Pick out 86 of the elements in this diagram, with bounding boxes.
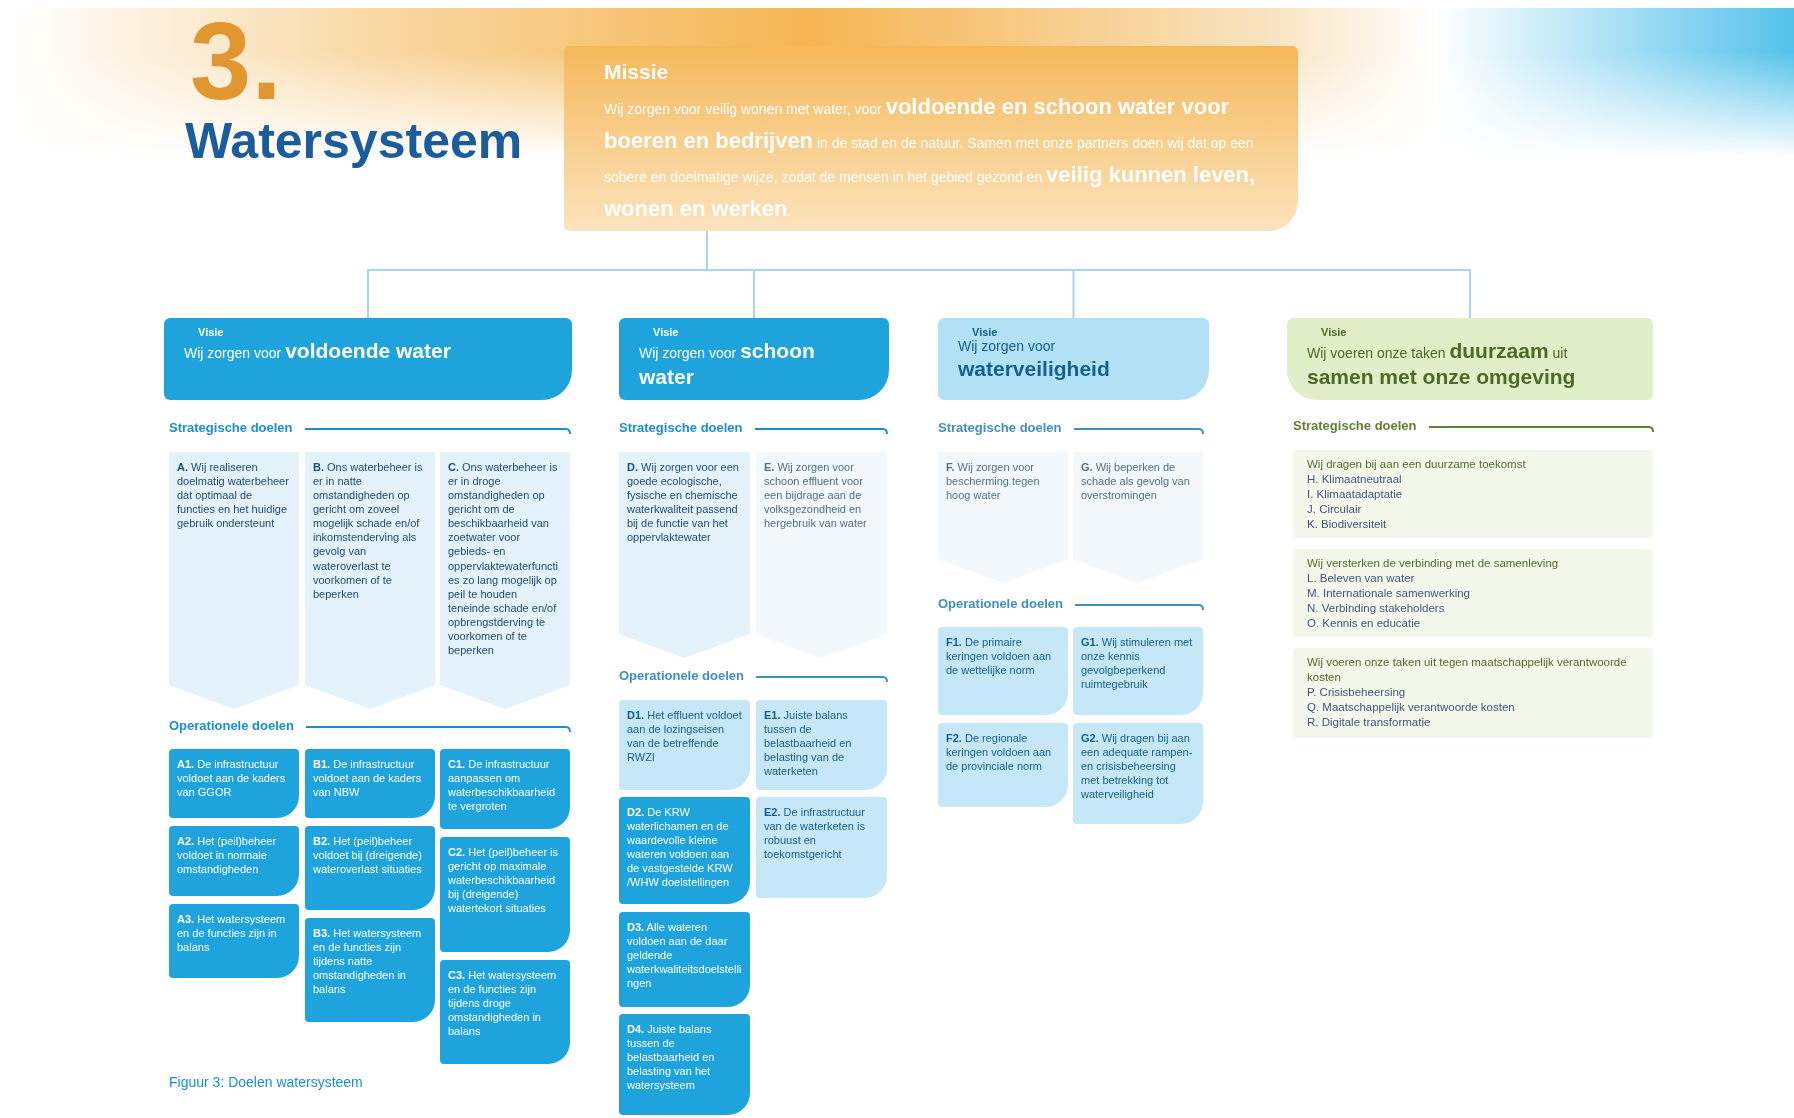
goal-text: C1. De infrastructuur aanpassen om waterbeschikbaarheid te vergroten <box>448 757 556 814</box>
goal-box <box>756 797 887 898</box>
section-heading: Operationele doelen <box>619 668 744 683</box>
goal-box <box>938 723 1068 807</box>
goal-text: Wij dragen bij aan een duurzame toekomst <box>1307 457 1527 472</box>
goal-text: E2. De infrastructuur van de waterketen is robuust en toekomstgericht <box>764 805 866 862</box>
list-item: Q. Maatschappelijk verantwoorde kosten <box>1307 699 1516 715</box>
goal-box <box>619 912 750 1007</box>
goal-text: D1. Het effluent voldoet aan de lozingseisen van de betreffende RWZI <box>627 708 742 765</box>
goal-box <box>305 826 435 910</box>
goal-box <box>1073 723 1203 824</box>
goal-box <box>305 749 435 818</box>
goal-text: D. Wij zorgen voor een goede ecologische, fysische en chemische waterkwaliteit passend bij de functie van het oppervlaktewater <box>627 460 740 545</box>
list-item: I. Klimaatadaptatie <box>1307 486 1404 502</box>
goal-text: D2. De KRW waterlichamen en de waardevolle kleine wateren voldoen aan de vastgestelde KRW /WHW doelstellingen <box>627 805 734 890</box>
goal-text: F2. De regionale keringen voldoen aan de provinciale norm <box>946 731 1053 774</box>
goal-box <box>1073 627 1203 715</box>
goal-text: F1. De primaire keringen voldoen aan de wettelijke norm <box>946 635 1053 678</box>
goal-text: C2. Het (peil)beheer is gericht op maximale waterbeschikbaarheid bij (dreigende) watertekort situaties <box>448 845 560 916</box>
goal-text: Wij versterken de verbinding met de samenleving <box>1307 556 1560 571</box>
goal-box <box>440 960 570 1064</box>
goal-card <box>169 452 299 709</box>
goal-text: D3. Alle wateren voldoen aan de daar geldende waterkwaliteitsdoelstellingen <box>627 920 742 991</box>
goal-box <box>169 904 299 978</box>
list-item: R. Digitale transformatie <box>1307 714 1432 730</box>
goal-text: B3. Het watersysteem en de functies zijn tijdens natte omstandigheden in balans <box>313 926 423 997</box>
goal-box <box>440 837 570 952</box>
goal-text: G. Wij beperken de schade als gevolg van overstromingen <box>1081 460 1191 503</box>
goal-card <box>619 452 750 658</box>
goal-text: A1. De infrastructuur voldoet aan de kaders van GGOR <box>177 757 287 800</box>
goal-text: B. Ons waterbeheer is er in natte omstandigheden op gericht om zoveel mogelijk schade en/of inkomstenderving als gevolg van wateroverlast te voorkomen of te beperken <box>313 460 424 601</box>
list-item: J. Circulair <box>1307 501 1363 517</box>
vision-text: Wij zorgen voor waterveiligheid <box>958 338 1111 382</box>
vision-text: Wij zorgen voor voldoende water <box>184 338 452 364</box>
vision-box <box>619 318 889 400</box>
section-heading: Strategische doelen <box>938 420 1062 435</box>
goal-text: A2. Het (peil)beheer voldoet in normale omstandigheden <box>177 834 278 877</box>
goal-text: Wij voeren onze taken uit tegen maatschappelijk verantwoorde kosten <box>1307 655 1628 685</box>
goal-box <box>619 797 750 904</box>
goal-text: C. Ons waterbeheer is er in droge omstandigheden op gericht om de beschikbaarheid van zoetwater voor gebieds- en oppervlaktewaterfuncties zo lang mogelijk op peil te houden teneinde schade en/of opbrengstderving te voorkomen of te beperken <box>448 460 560 658</box>
caption: Figuur 3: Doelen watersysteem <box>169 1074 363 1090</box>
goal-box <box>169 826 299 896</box>
mission-text: Wij zorgen voor veilig wonen met water, voor voldoende en schoon water voor boeren en bedrijven in de stad en de natuur. Samen met onze partners doen wij dat op een sobere en doelmatige wijze, zodat de mensen in het gebied gezond en veilig kunnen leven, wonen en werken. <box>604 93 1257 224</box>
list-item: P. Crisisbeheersing <box>1307 684 1407 700</box>
goal-box <box>169 749 299 818</box>
list-item: H. Klimaatneutraal <box>1307 471 1403 487</box>
section-heading: Strategische doelen <box>169 420 293 435</box>
goal-text: G2. Wij dragen bij aan een adequate rampen- en crisisbeheersing met betrekking tot waterveiligheid <box>1081 731 1194 802</box>
goal-text: A. Wij realiseren doelmatig waterbeheer dat optimaal de functies en het huidige gebruik ondersteunt <box>177 460 290 531</box>
vision-heading: Visie <box>972 326 999 338</box>
goal-box <box>756 700 887 790</box>
goal-text: C3. Het watersysteem en de functies zijn tijdens droge omstandigheden in balans <box>448 968 558 1039</box>
list-item: M. Internationale samenwerking <box>1307 585 1471 601</box>
goal-card <box>440 452 570 709</box>
vision-heading: Visie <box>1321 326 1348 338</box>
goal-text: B2. Het (peil)beheer voldoet bij (dreigende) wateroverlast situaties <box>313 834 423 877</box>
goal-text: B1. De infrastructuur voldoet aan de kaders van NBW <box>313 757 423 800</box>
vision-text: Wij voeren onze taken duurzaam uit samen met onze omgeving <box>1307 338 1577 391</box>
vision-heading: Visie <box>198 326 225 338</box>
goal-box <box>619 700 750 790</box>
list-item: N. Verbinding stakeholders <box>1307 600 1446 616</box>
mission-box <box>564 46 1298 231</box>
goal-box <box>305 918 435 1022</box>
goal-text: E1. Juiste balans tussen de belastbaarheid en belasting van de waterketen <box>764 708 853 779</box>
list-item: O. Kennis en educatie <box>1307 615 1422 631</box>
goal-box <box>938 627 1068 715</box>
list-item: K. Biodiversiteit <box>1307 516 1388 532</box>
vision-heading: Visie <box>653 326 680 338</box>
vision-box <box>1287 318 1653 400</box>
goal-box <box>619 1014 750 1115</box>
section-heading: Operationele doelen <box>938 596 1063 611</box>
goal-text: F. Wij zorgen voor bescherming tegen hoog water <box>946 460 1041 503</box>
section-heading: Strategische doelen <box>1293 418 1417 433</box>
section-heading: Strategische doelen <box>619 420 743 435</box>
goal-text: E. Wij zorgen voor schoon effluent voor een bijdrage aan de volksgezondheid en hergebruik van water <box>764 460 868 531</box>
mission-heading: Missie <box>604 60 670 84</box>
goal-text: D4. Juiste balans tussen de belastbaarheid en belasting van het watersysteem <box>627 1022 716 1093</box>
list-item: L. Beleven van water <box>1307 570 1416 586</box>
goal-card <box>305 452 435 709</box>
vision-box <box>938 318 1209 400</box>
goal-text: A3. Het watersysteem en de functies zijn in balans <box>177 912 287 955</box>
vision-text: Wij zorgen voor schoon water <box>639 338 816 391</box>
section-heading: Operationele doelen <box>169 718 294 733</box>
goal-box <box>440 749 570 829</box>
goal-text: G1. Wij stimuleren met onze kennis gevolgbeperkend ruimtegebruik <box>1081 635 1194 692</box>
vision-box <box>164 318 572 400</box>
